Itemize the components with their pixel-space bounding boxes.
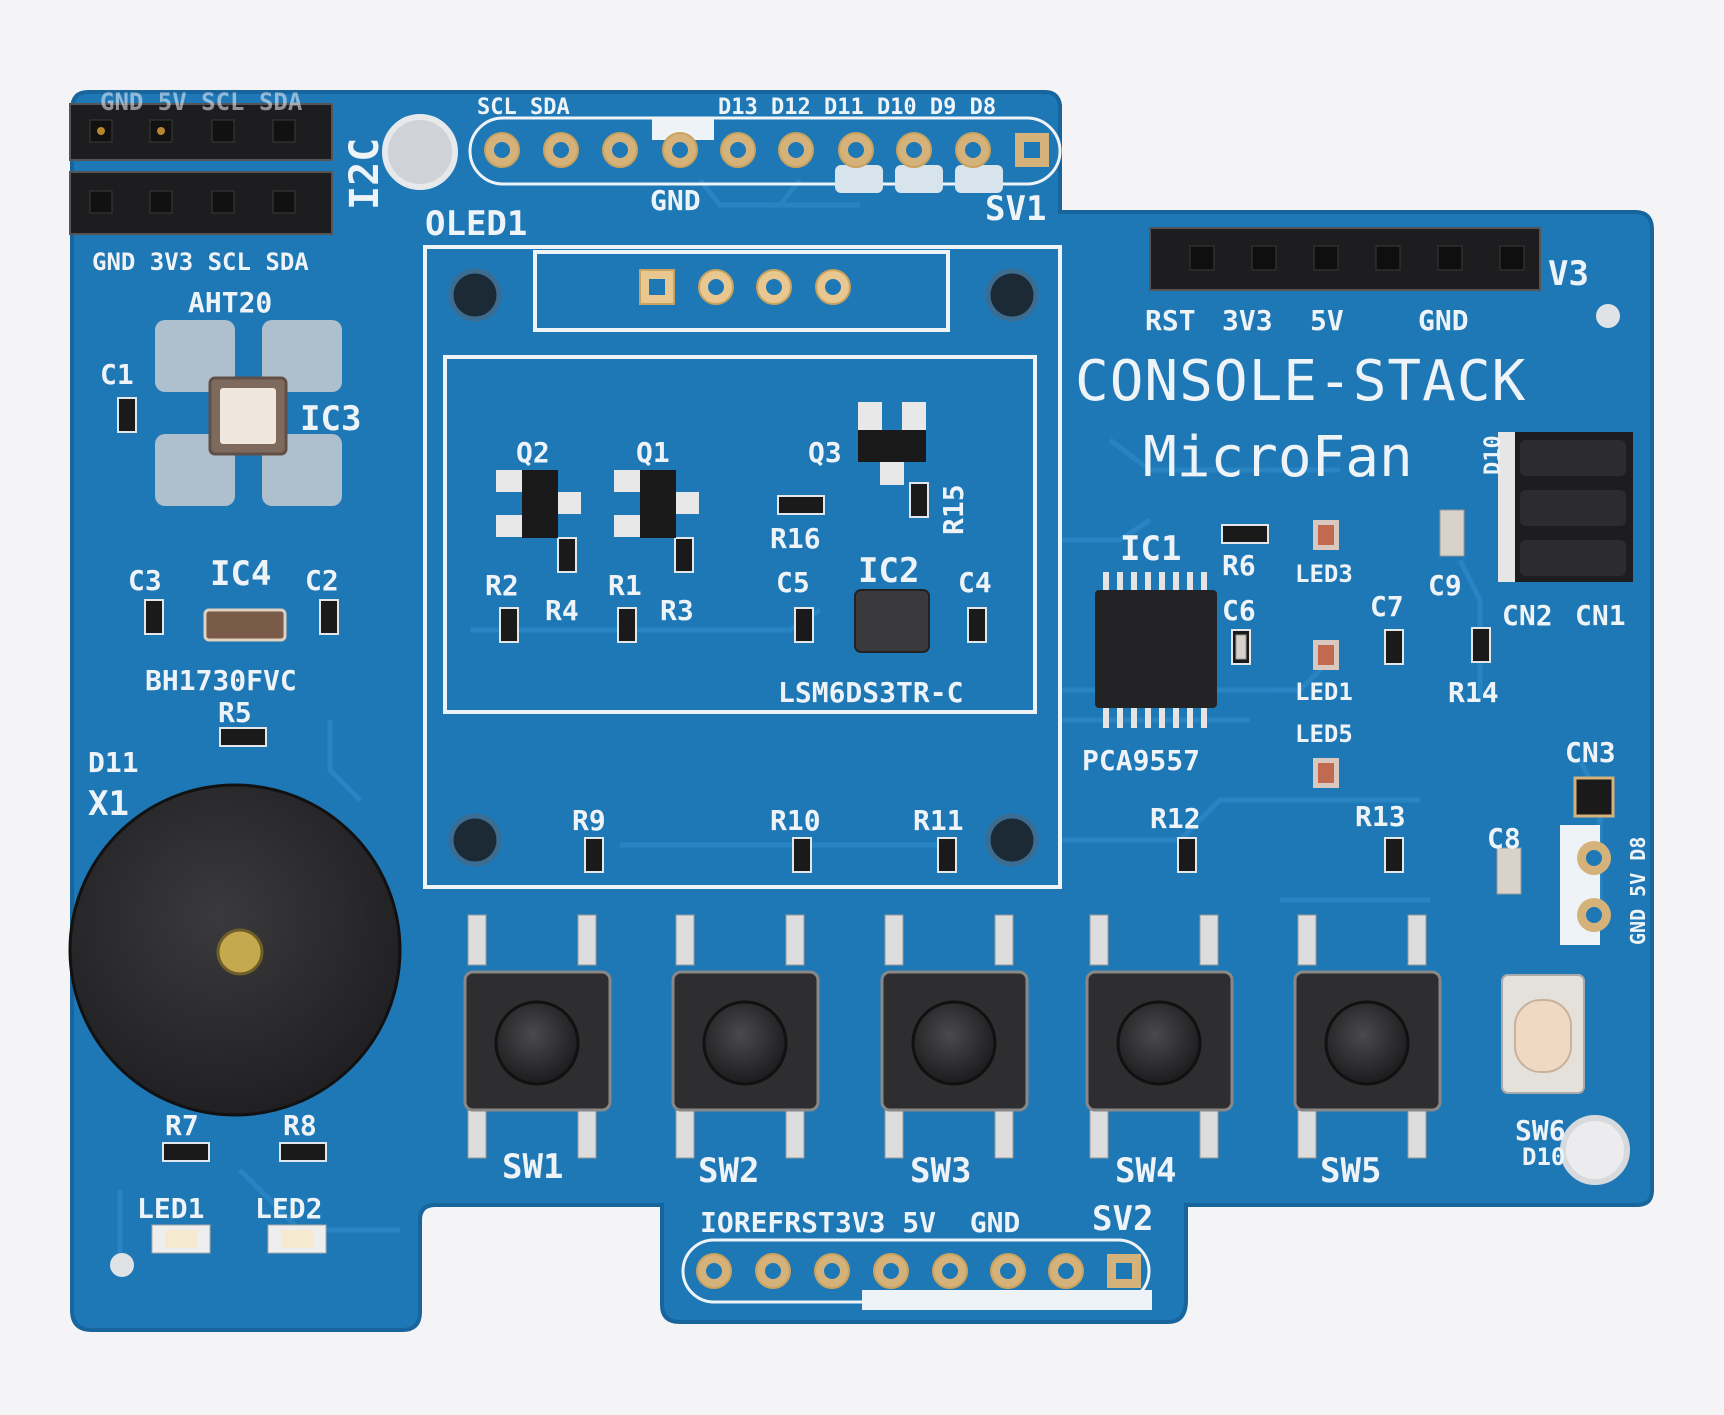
d11-label: D11 xyxy=(88,746,139,779)
r13-label: R13 xyxy=(1355,800,1406,833)
led1-mid-label: LED1 xyxy=(1295,678,1353,706)
sv1-pins-right-label: D13 D12 D11 D10 D9 D8 xyxy=(718,95,996,120)
ic2-chip xyxy=(854,589,930,653)
sv2-pins-label: IOREFRST3V3 5V GND xyxy=(700,1206,1020,1239)
r9-label: R9 xyxy=(572,804,606,837)
q2-label: Q2 xyxy=(516,436,550,469)
ic2-label: IC2 xyxy=(858,551,919,591)
x1-label: X1 xyxy=(88,784,129,824)
r16-label: R16 xyxy=(770,522,821,555)
r7-label: R7 xyxy=(165,1109,199,1142)
cn1-label: CN1 xyxy=(1575,599,1626,632)
r12-label: R12 xyxy=(1150,802,1201,835)
button-sw5[interactable] xyxy=(1293,914,1442,1159)
led2-label: LED2 xyxy=(255,1192,322,1225)
button-sw2[interactable] xyxy=(671,914,820,1159)
aht20-sensor xyxy=(155,320,342,506)
ic1-label: IC1 xyxy=(1120,529,1181,569)
sw2-label: SW2 xyxy=(698,1151,759,1191)
r11-label: R11 xyxy=(913,804,964,837)
i2c-bottom-pins-label: GND 3V3 SCL SDA xyxy=(92,248,309,276)
sw1-label: SW1 xyxy=(502,1147,563,1187)
c9-label: C9 xyxy=(1428,569,1462,602)
board-title: CONSOLE-STACK xyxy=(1075,349,1526,414)
sv1-label: SV1 xyxy=(985,189,1046,229)
cn3-header xyxy=(1560,776,1615,945)
i2c-label: I2C xyxy=(342,138,388,210)
sv2-label: SV2 xyxy=(1092,1199,1153,1239)
sv1-pins-left-label: SCL SDA xyxy=(477,95,570,120)
oled1-label: OLED1 xyxy=(425,204,527,244)
power-pin-rst: RST xyxy=(1145,304,1196,337)
q1-label: Q1 xyxy=(636,436,670,469)
led1-bottom-label: LED1 xyxy=(137,1192,204,1225)
sv2-pin-row xyxy=(681,1238,1152,1310)
sv1-gnd-label: GND xyxy=(650,184,701,217)
c3-label: C3 xyxy=(128,564,162,597)
c6-label: C6 xyxy=(1222,594,1256,627)
sw3-label: SW3 xyxy=(910,1151,971,1191)
r5-label: R5 xyxy=(218,696,252,729)
lsm-label: LSM6DS3TR-C xyxy=(778,676,963,709)
sw5-label: SW5 xyxy=(1320,1151,1381,1191)
q3-label: Q3 xyxy=(808,436,842,469)
c2-label: C2 xyxy=(305,564,339,597)
sw4-label: SW4 xyxy=(1115,1151,1176,1191)
c4-label: C4 xyxy=(958,566,992,599)
v3-label: V3 xyxy=(1548,254,1589,294)
transistor-q3 xyxy=(858,402,926,485)
sw6-label: SW6 xyxy=(1515,1114,1566,1147)
sv1-pin-row xyxy=(468,116,1062,193)
r1-label: R1 xyxy=(608,569,642,602)
d10-side-label: D10 xyxy=(1481,435,1506,475)
transistor-q2 xyxy=(496,470,581,538)
r3-label: R3 xyxy=(660,594,694,627)
bh1730-label: BH1730FVC xyxy=(145,664,297,697)
ic4-label: IC4 xyxy=(210,554,271,594)
button-sw6[interactable] xyxy=(1501,974,1585,1094)
cn1-cn2-jumpers xyxy=(1498,432,1633,582)
ic1-chip xyxy=(1095,572,1217,728)
r2-label: R2 xyxy=(485,569,519,602)
board-subtitle: MicroFan xyxy=(1143,425,1413,490)
ic3-label: IC3 xyxy=(300,399,361,439)
button-sw4[interactable] xyxy=(1085,914,1234,1159)
r4-label: R4 xyxy=(545,594,579,627)
i2c-header-bottom xyxy=(69,171,333,235)
pca-label: PCA9557 xyxy=(1082,744,1200,777)
cn3-label: CN3 xyxy=(1565,736,1616,769)
r10-label: R10 xyxy=(770,804,821,837)
c1-label: C1 xyxy=(100,358,134,391)
r15-label: R15 xyxy=(937,484,970,535)
power-pin-5v: 5V xyxy=(1310,304,1344,337)
power-header xyxy=(1149,227,1541,291)
i2c-top-pins-label: GND 5V SCL SDA xyxy=(100,88,303,116)
oled1-outline xyxy=(423,245,1062,889)
buzzer-x1 xyxy=(68,783,402,1117)
sw6-d10-label: D10 xyxy=(1522,1143,1565,1171)
c7-label: C7 xyxy=(1370,590,1404,623)
power-pin-gnd: GND xyxy=(1418,304,1469,337)
cn3-pins-label: GND 5V D8 xyxy=(1626,837,1650,945)
button-sw1[interactable] xyxy=(463,914,612,1159)
transistor-q1 xyxy=(614,470,699,538)
c8-label: C8 xyxy=(1487,822,1521,855)
r8-label: R8 xyxy=(283,1109,317,1142)
led5-label: LED5 xyxy=(1295,720,1353,748)
cn2-label: CN2 xyxy=(1502,599,1553,632)
button-sw3[interactable] xyxy=(880,914,1029,1159)
aht20-label: AHT20 xyxy=(188,286,272,319)
led3-label: LED3 xyxy=(1295,560,1353,588)
r14-label: R14 xyxy=(1448,676,1499,709)
r6-label: R6 xyxy=(1222,549,1256,582)
power-pin-3v3: 3V3 xyxy=(1222,304,1273,337)
i2c-header-top xyxy=(69,103,333,161)
c5-label: C5 xyxy=(776,566,810,599)
